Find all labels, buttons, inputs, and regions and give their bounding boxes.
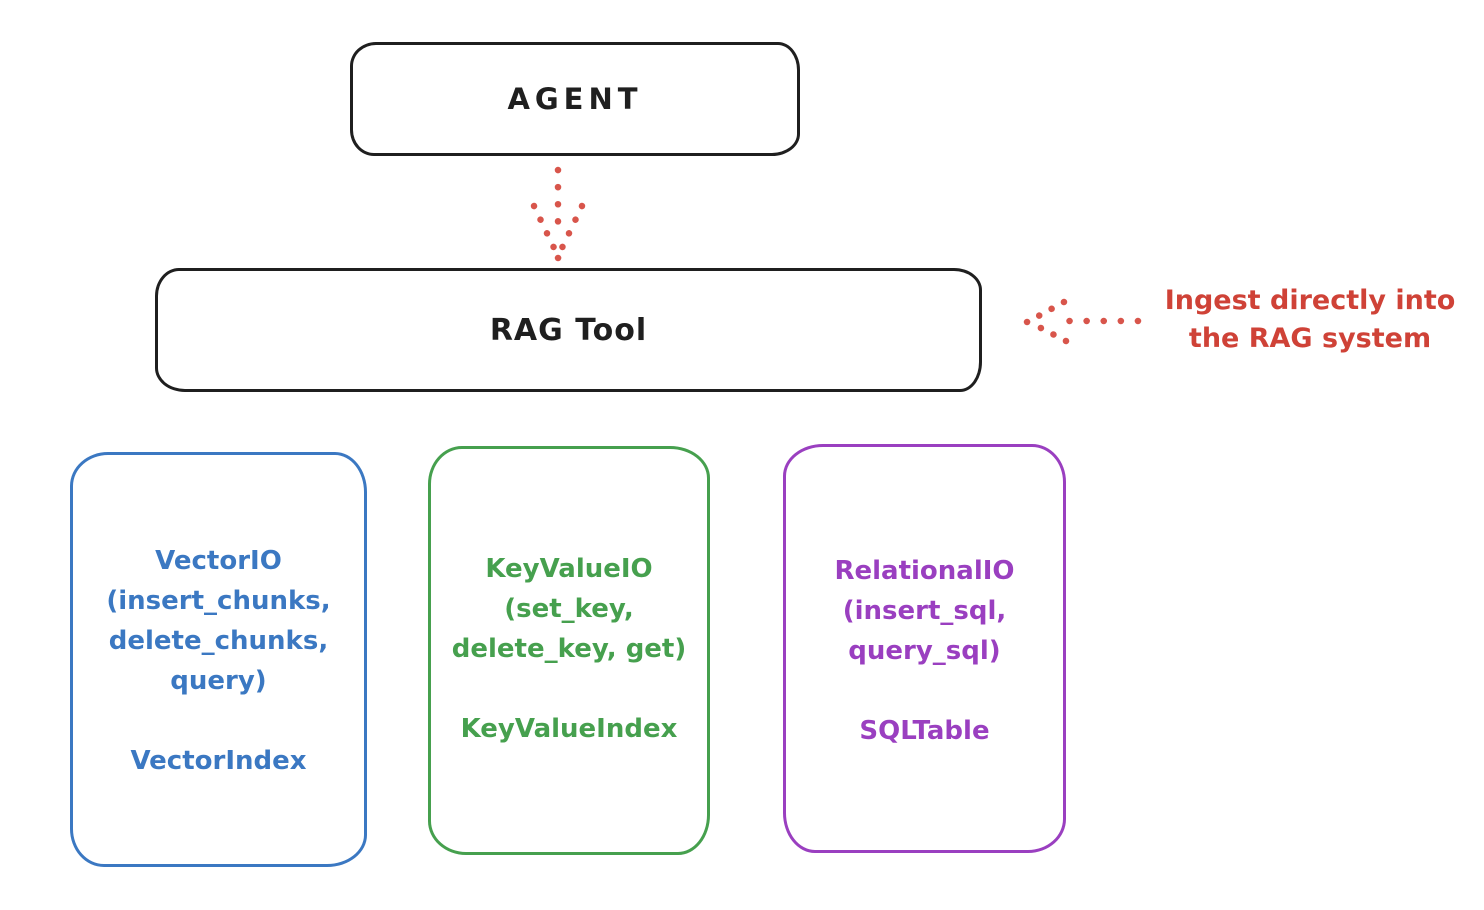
ingest-annotation-line1: Ingest directly into — [1164, 285, 1456, 316]
agent-node: AGENT — [350, 42, 800, 156]
dotted-down-arrow-icon — [530, 166, 586, 262]
vector-io-methods-line2: delete_chunks, — [108, 626, 329, 656]
keyvalue-io-methods-line2: delete_key, get) — [451, 634, 687, 664]
relational-io-node: RelationalIO (insert_sql, query_sql) SQL… — [783, 444, 1066, 853]
keyvalue-io-node: KeyValueIO (set_key, delete_key, get) Ke… — [428, 446, 710, 855]
relational-io-methods-line2: query_sql) — [848, 636, 1001, 666]
sql-table-label: SQLTable — [859, 716, 990, 746]
relational-io-title: RelationalIO — [834, 556, 1015, 586]
vector-io-title: VectorIO — [155, 546, 282, 576]
dotted-left-arrow-icon — [1023, 298, 1142, 345]
keyvalue-io-methods-line1: (set_key, — [504, 594, 634, 624]
rag-tool-node: RAG Tool — [155, 268, 982, 392]
ingest-annotation: Ingest directly into the RAG system — [1136, 282, 1484, 358]
vector-index-label: VectorIndex — [130, 746, 307, 776]
keyvalue-index-label: KeyValueIndex — [460, 714, 678, 744]
vector-io-methods-line3: query) — [170, 666, 267, 696]
rag-tool-label: RAG Tool — [489, 312, 648, 348]
relational-io-methods-line1: (insert_sql, — [842, 596, 1007, 626]
ingest-annotation-line2: the RAG system — [1188, 323, 1432, 354]
agent-label: AGENT — [507, 82, 643, 116]
vector-io-methods-line1: (insert_chunks, — [106, 586, 331, 616]
keyvalue-io-title: KeyValueIO — [485, 554, 653, 584]
vector-io-node: VectorIO (insert_chunks, delete_chunks, … — [70, 452, 367, 867]
